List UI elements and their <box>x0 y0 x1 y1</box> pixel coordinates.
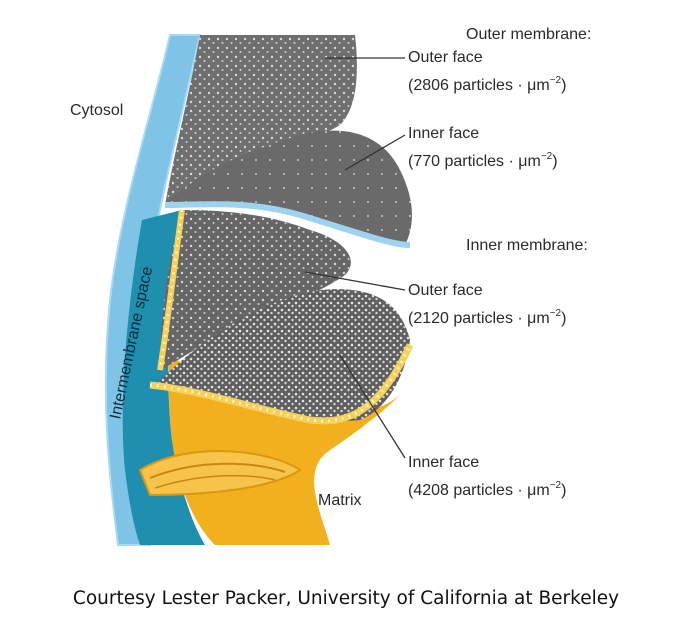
outer-membrane-inner-face-density: (770 particles · μm−2) <box>408 151 558 170</box>
leader-lines <box>304 57 406 459</box>
figure-caption: Courtesy Lester Packer, University of Ca… <box>72 588 620 609</box>
matrix-label: Matrix <box>318 492 362 509</box>
inner-membrane-outer-face-density: (2120 particles · μm−2) <box>408 308 567 327</box>
cytosol-label: Cytosol <box>70 102 124 119</box>
inner-membrane-inner-face-label: Inner face <box>408 454 480 471</box>
freeze-fracture-diagram: Intermembrane space Cytosol Matrix Outer… <box>70 26 592 546</box>
inner-membrane-heading: Inner membrane: <box>466 237 588 254</box>
outer-membrane-inner-face-label: Inner face <box>408 125 480 142</box>
membrane-illustration: Intermembrane space <box>104 34 414 546</box>
matrix-fold <box>138 450 302 497</box>
outer-membrane-outer-face-label: Outer face <box>408 49 483 66</box>
inner-membrane-outer-face-label: Outer face <box>408 282 483 299</box>
outer-membrane-heading: Outer membrane: <box>466 26 592 43</box>
outer-membrane-outer-face-density: (2806 particles · μm−2) <box>408 75 567 94</box>
inner-membrane-inner-face-density: (4208 particles · μm−2) <box>408 480 567 499</box>
